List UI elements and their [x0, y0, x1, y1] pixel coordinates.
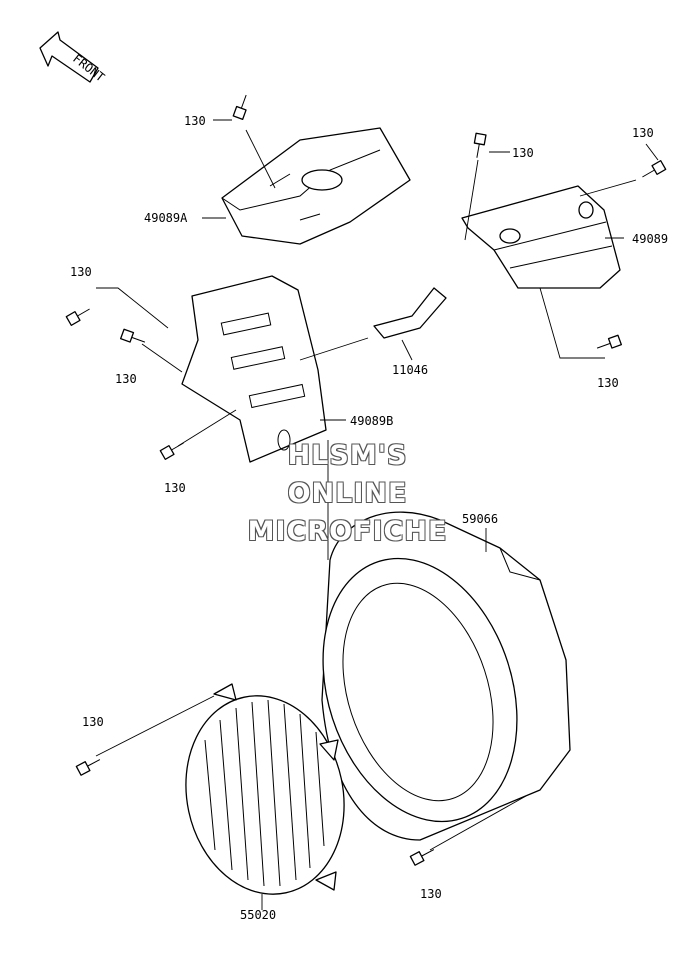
callout-130-i: 130	[420, 887, 442, 901]
callout-130-c: 130	[632, 126, 654, 140]
watermark-line-3: MICROFICHE	[247, 516, 448, 547]
front-arrow: FRONT	[39, 31, 107, 85]
cover-49089a	[221, 127, 411, 245]
callout-11046: 11046	[392, 363, 428, 377]
callout-130-e: 130	[115, 372, 137, 386]
cover-49089	[461, 185, 621, 289]
leader-lines	[95, 119, 659, 910]
band-11046	[373, 287, 447, 339]
fan-housing-59066	[321, 511, 571, 841]
callout-130-b: 130	[512, 146, 534, 160]
callout-49089b: 49089B	[350, 414, 393, 428]
watermark-line-1: HLSM'S	[287, 440, 408, 471]
fan-screen-55020	[185, 683, 345, 895]
callout-130-a: 130	[184, 114, 206, 128]
callout-49089: 49089	[632, 232, 668, 246]
callout-49089a: 49089A	[144, 211, 188, 225]
callout-130-f: 130	[164, 481, 186, 495]
watermark-line-2: ONLINE	[287, 478, 408, 509]
callout-59066: 59066	[462, 512, 498, 526]
callout-55020: 55020	[240, 908, 276, 922]
bolt-icons	[65, 94, 667, 866]
callout-130-d: 130	[70, 265, 92, 279]
callout-130-h: 130	[82, 715, 104, 729]
cover-49089b	[181, 275, 327, 463]
callout-130-g: 130	[597, 376, 619, 390]
